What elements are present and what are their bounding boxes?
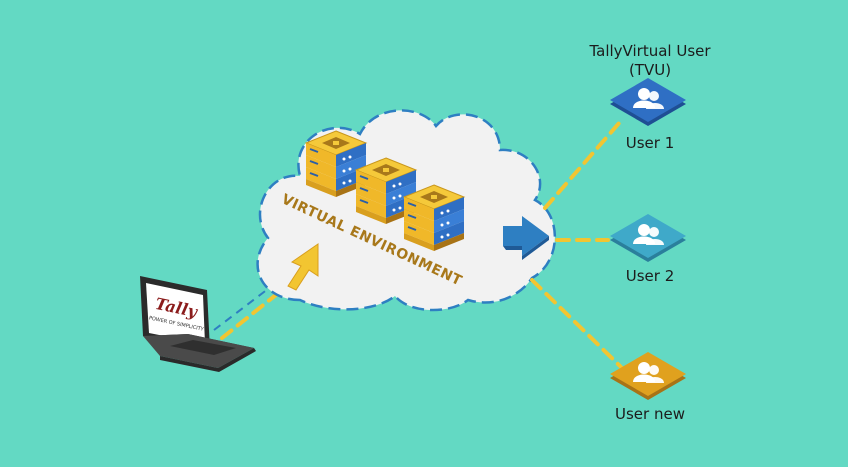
user-1-label: User 1 <box>625 134 675 152</box>
user-2-label: User 2 <box>625 267 675 285</box>
user-new-node <box>610 352 686 400</box>
arrow-up-icon <box>287 243 319 291</box>
user-connector-lines <box>530 120 624 370</box>
user-new-label: User new <box>615 405 685 423</box>
user-2-node <box>610 214 686 262</box>
tvu-title-line2: (TVU) <box>628 61 672 79</box>
tvu-title-line1: TallyVirtual User <box>589 42 711 60</box>
server-icon <box>403 184 465 252</box>
tvu-title: TallyVirtual User (TVU) <box>560 42 740 80</box>
laptop-icon: Tally POWER OF SIMPLICITY <box>140 276 256 372</box>
user-1-node <box>610 78 686 126</box>
